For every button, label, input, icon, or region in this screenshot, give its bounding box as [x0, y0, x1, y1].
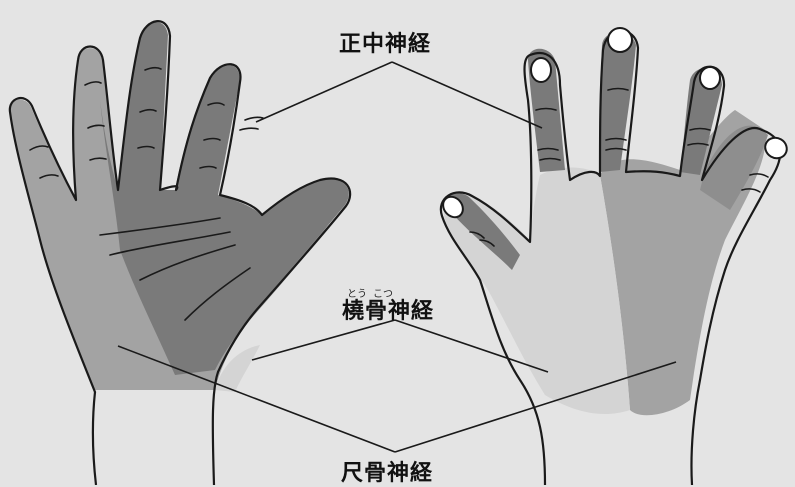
left-palm-median-region — [100, 22, 349, 376]
radial-nerve-ruby-2: こつ — [373, 289, 393, 300]
radial-nerve-ruby-1: とう — [347, 289, 367, 300]
left-palm-radial-region — [215, 345, 260, 392]
ulnar-nerve-label: 尺骨神経 — [341, 461, 434, 486]
right-back-hand — [439, 27, 788, 485]
fingernails — [442, 27, 788, 219]
left-palm-outline — [8, 20, 352, 485]
radial-nerve-label: 橈骨神経 — [342, 299, 435, 324]
median-nerve-label: 正中神経 — [339, 32, 432, 57]
leader-lines — [117, 61, 677, 453]
right-hand-outline — [439, 30, 782, 485]
right-hand-ulnar-fingers — [700, 125, 768, 210]
left-palm — [8, 20, 352, 485]
